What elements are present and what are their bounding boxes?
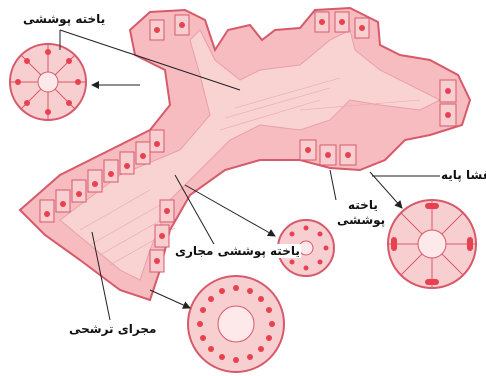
label-secretory-duct: مجرای ترشحی <box>68 322 157 336</box>
leader-epithelial-mid <box>330 170 336 200</box>
cross-section-acinus-right <box>388 200 476 288</box>
arrow-to-secretory-section <box>150 290 190 308</box>
label-epithelial-cell-top: یاخته پوششی <box>22 12 106 26</box>
label-ductal-epithelial-cell: یاخته پوششی مجاری <box>174 244 301 258</box>
label-epithelial-cell-mid-line2: پوششی <box>336 213 386 227</box>
cross-section-acinus-top-left <box>10 44 86 120</box>
arrow-to-small-section <box>185 185 275 236</box>
label-basement-membrane: غشا پایه <box>440 168 486 182</box>
label-epithelial-cell-mid-line1: یاخته <box>347 198 379 212</box>
cross-section-secretory-duct <box>188 276 284 372</box>
